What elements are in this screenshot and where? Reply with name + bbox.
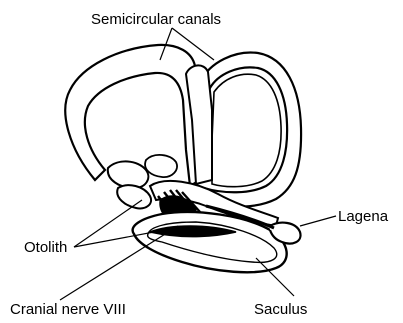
ampulla-left — [108, 161, 149, 188]
right-canal-inner — [212, 74, 281, 186]
label-cranial-nerve: Cranial nerve VIII — [10, 301, 126, 318]
ampulla-center — [145, 155, 177, 177]
label-otolith: Otolith — [24, 239, 67, 256]
right-canal-outer — [200, 53, 301, 207]
label-saculus: Saculus — [254, 301, 307, 318]
label-semicircular-canals: Semicircular canals — [91, 11, 221, 28]
label-lagena: Lagena — [338, 208, 389, 225]
